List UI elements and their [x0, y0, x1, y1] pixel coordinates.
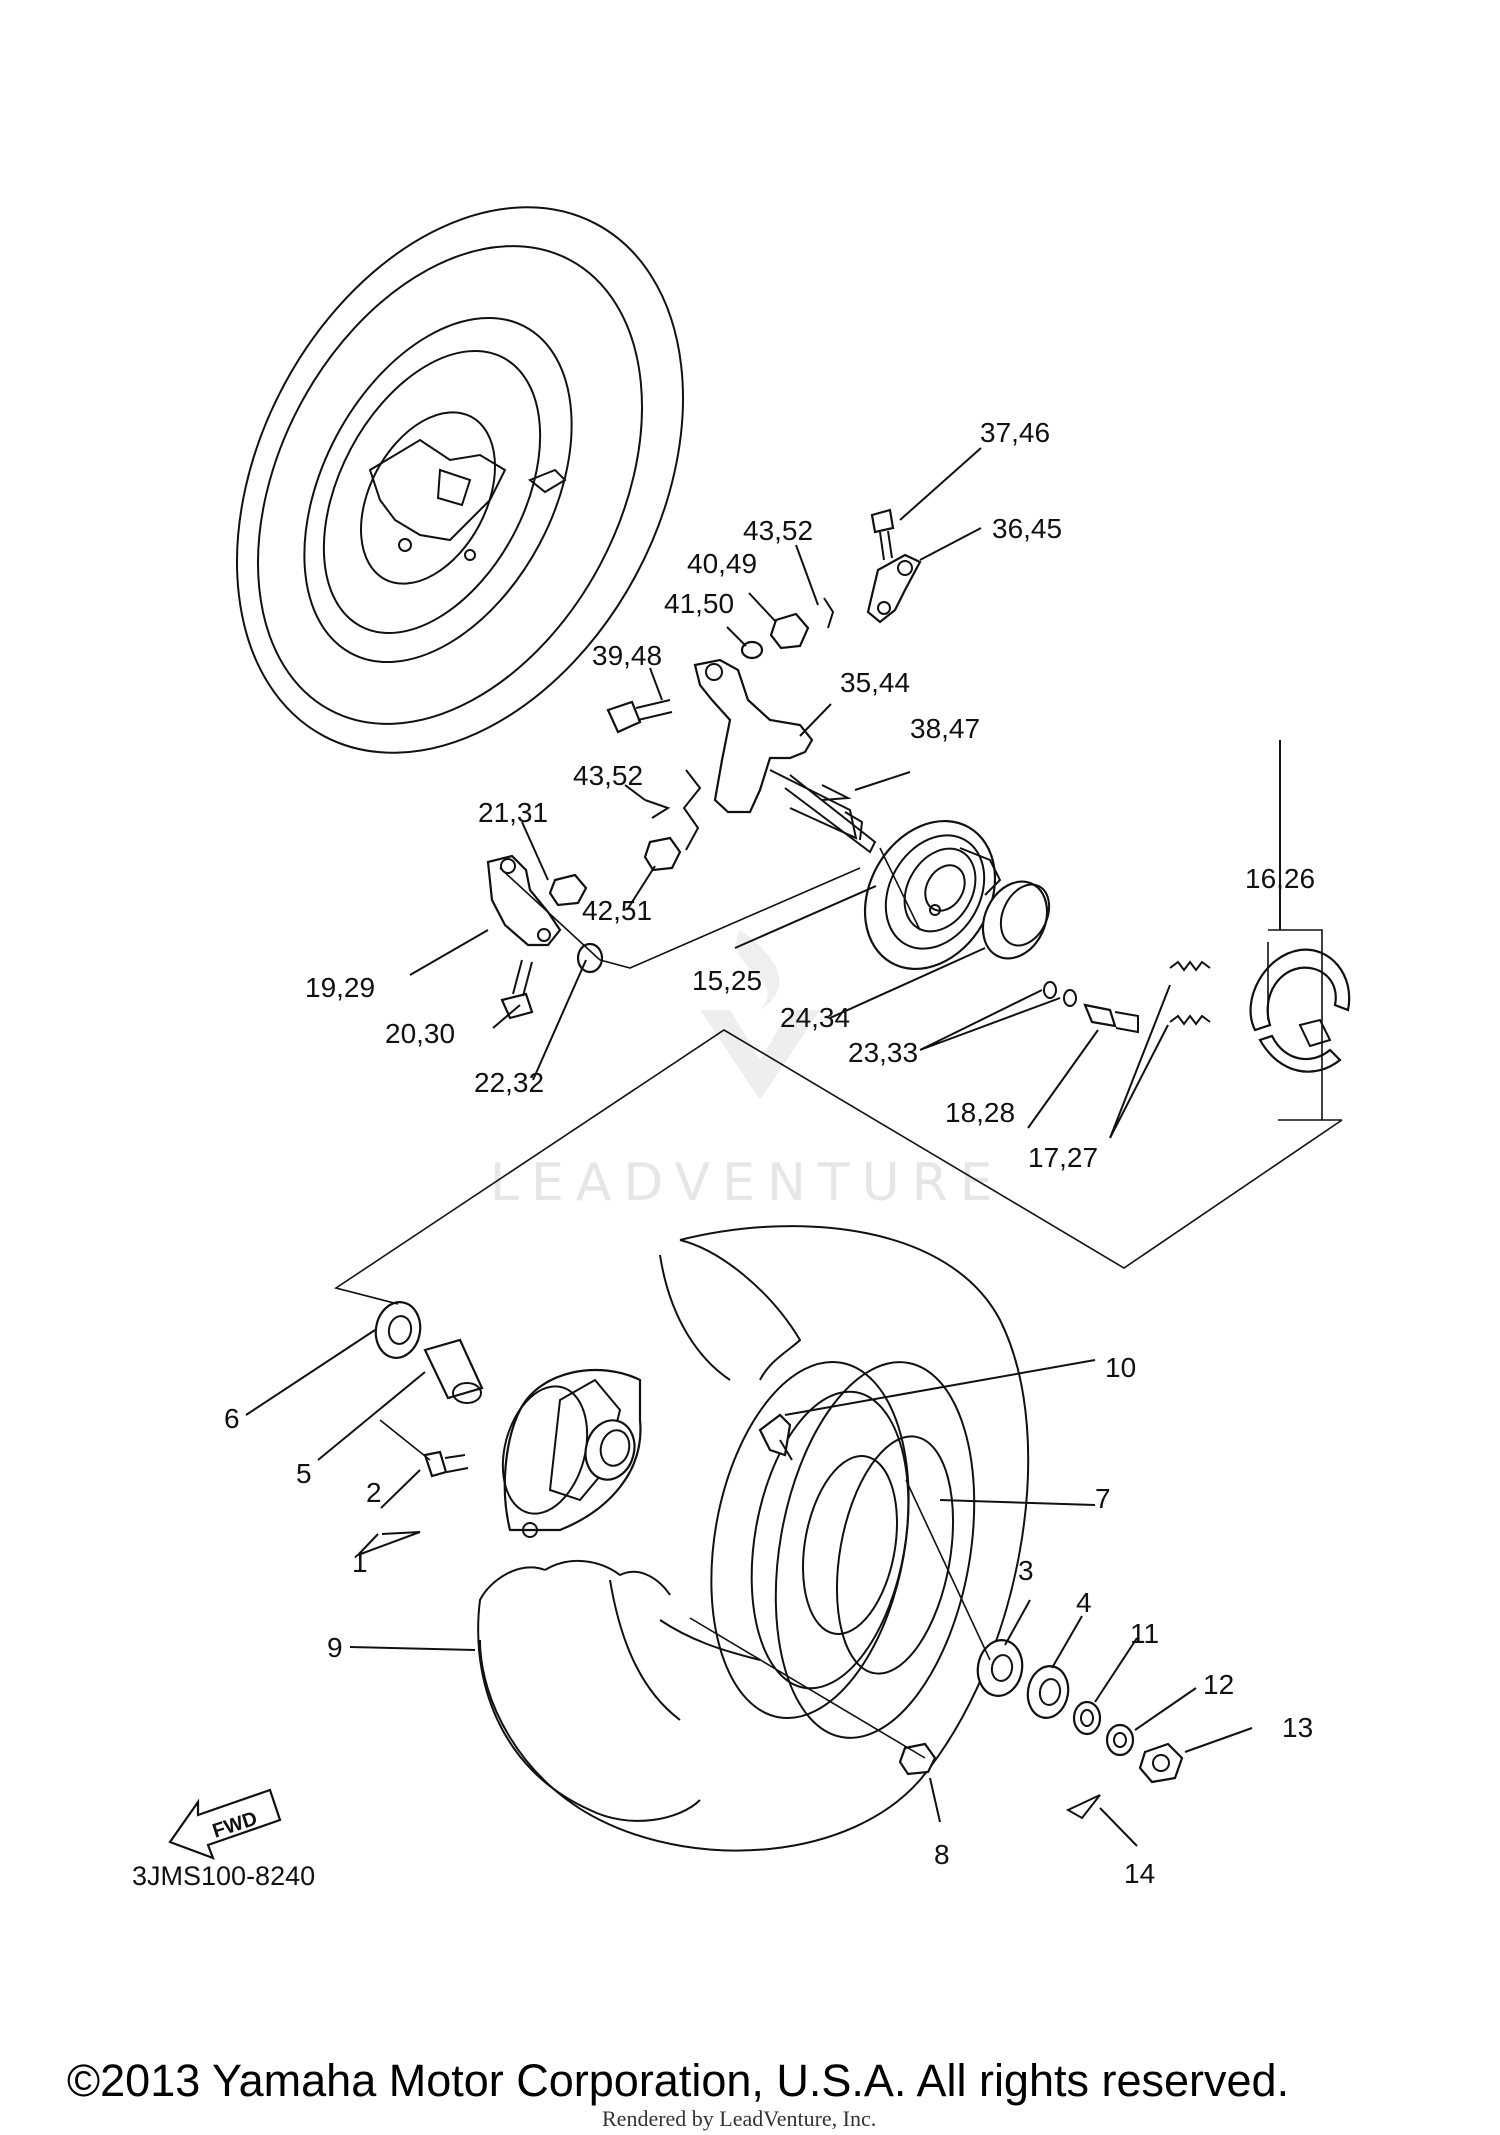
diagram-part-code: 3JMS100-8240	[132, 1861, 315, 1891]
callout-43-52-upper: 43,52	[743, 515, 813, 546]
callout-23-33: 23,33	[848, 1037, 918, 1068]
callout-36-45: 36,45	[992, 513, 1062, 544]
leader-lines	[245, 447, 1281, 1847]
callout-3: 3	[1018, 1555, 1034, 1586]
callout-35-44: 35,44	[840, 667, 910, 698]
callout-22-32: 22,32	[474, 1067, 544, 1098]
callout-1: 1	[352, 1547, 368, 1578]
callout-40-49: 40,49	[687, 548, 757, 579]
knuckle-assembly-illustration	[486, 508, 1351, 1073]
callout-20-30: 20,30	[385, 1018, 455, 1049]
callout-15-25: 15,25	[692, 965, 762, 996]
callout-37-46: 37,46	[980, 417, 1050, 448]
fwd-arrow: FWD	[168, 1788, 282, 1860]
callout-42-51: 42,51	[582, 895, 652, 926]
callout-14: 14	[1124, 1858, 1155, 1889]
rendered-by-credit: Rendered by LeadVenture, Inc.	[602, 2106, 876, 2131]
callout-10: 10	[1105, 1352, 1136, 1383]
callout-38-47: 38,47	[910, 713, 980, 744]
exploded-wheel-illustration	[374, 1225, 1184, 1852]
callout-4: 4	[1076, 1587, 1092, 1618]
callout-18-28: 18,28	[945, 1097, 1015, 1128]
callout-19-29: 19,29	[305, 972, 375, 1003]
callout-8: 8	[934, 1839, 950, 1870]
assembly-guide-lines	[334, 847, 1343, 1759]
callout-6: 6	[224, 1403, 240, 1434]
callout-43-52-lower: 43,52	[573, 760, 643, 791]
callout-12: 12	[1203, 1669, 1234, 1700]
callout-9: 9	[327, 1632, 343, 1663]
callout-5: 5	[296, 1458, 312, 1489]
leadventure-watermark: LEADVENTURE	[490, 930, 1005, 1213]
callout-17-27: 17,27	[1028, 1142, 1098, 1173]
callout-2: 2	[366, 1477, 382, 1508]
callout-labels: 37,46 36,45 43,52 40,49 41,50 39,48 35,4…	[224, 417, 1315, 1889]
callout-39-48: 39,48	[592, 640, 662, 671]
watermark-text: LEADVENTURE	[490, 1153, 1005, 1213]
callout-16-26: 16,26	[1245, 863, 1315, 894]
callout-41-50: 41,50	[664, 588, 734, 619]
callout-7: 7	[1095, 1483, 1111, 1514]
assembled-wheel-illustration	[236, 206, 684, 754]
callout-24-34: 24,34	[780, 1002, 850, 1033]
callout-13: 13	[1282, 1712, 1313, 1743]
callout-11: 11	[1130, 1618, 1159, 1649]
copyright-notice: ©2013 Yamaha Motor Corporation, U.S.A. A…	[67, 2055, 1289, 2106]
callout-21-31: 21,31	[478, 797, 548, 828]
